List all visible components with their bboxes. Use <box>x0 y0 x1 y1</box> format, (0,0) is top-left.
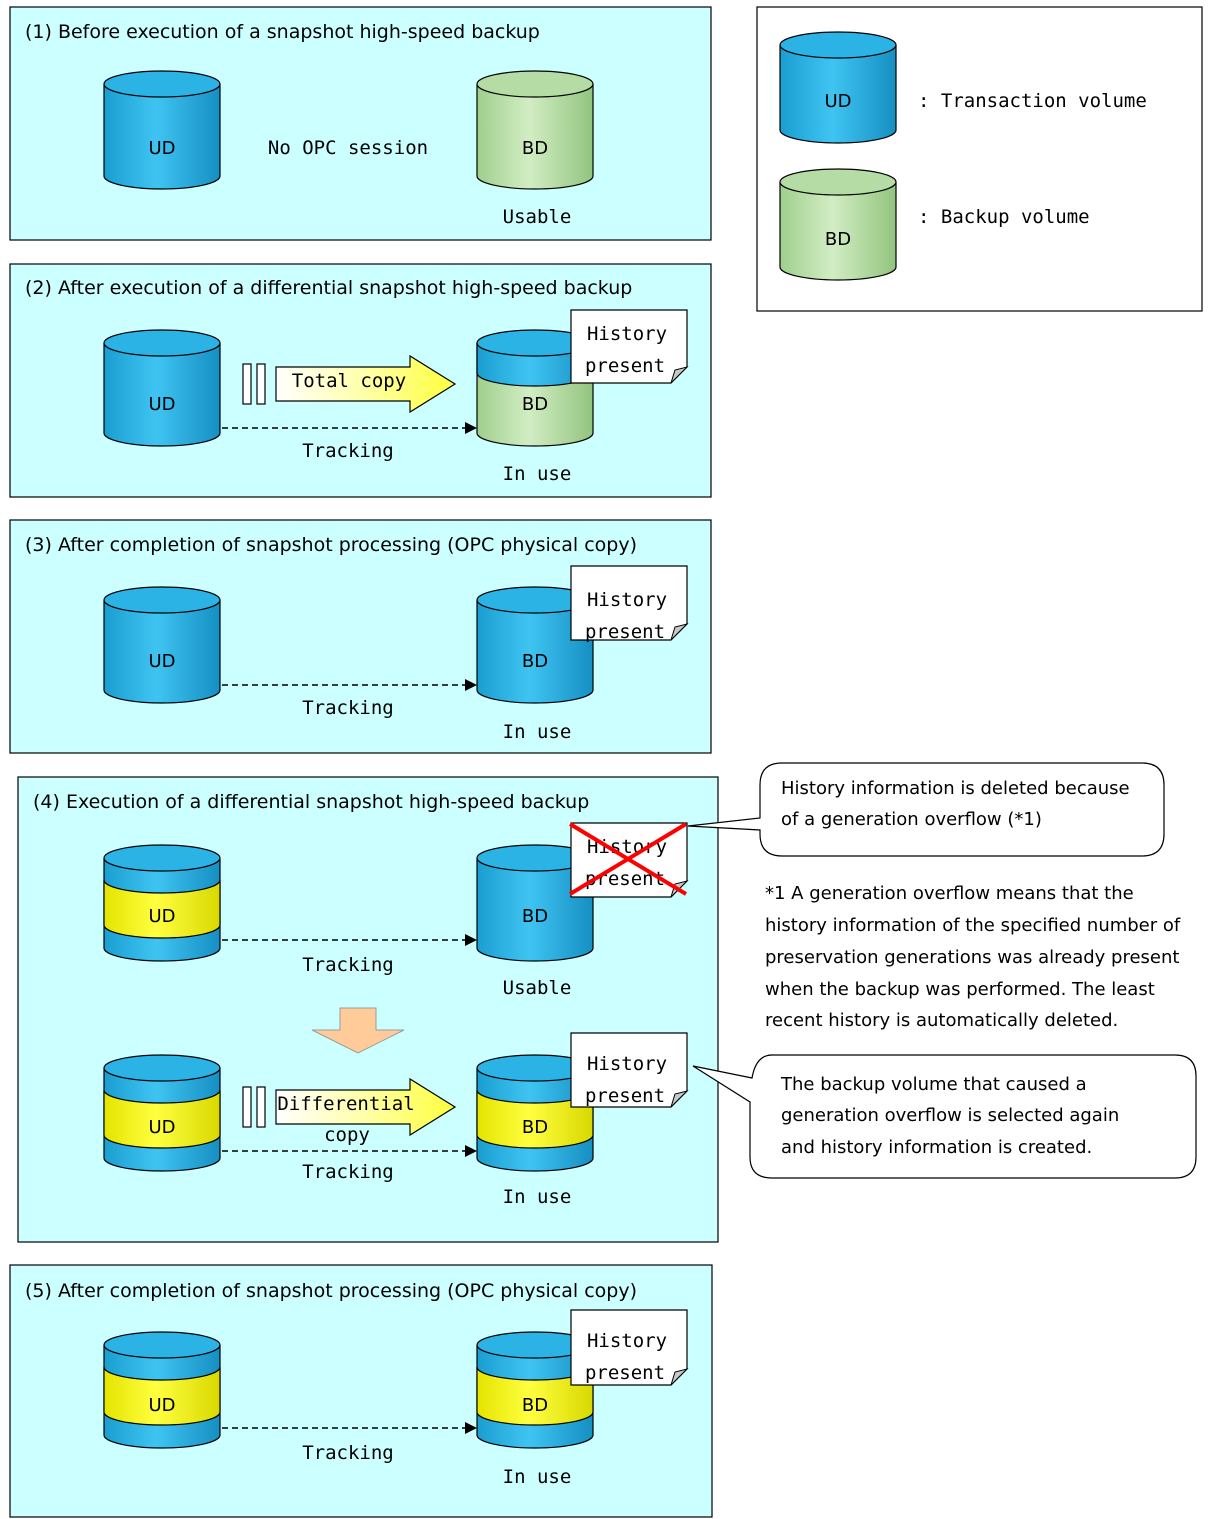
panel-4-differential-copy-label-line1: Differential <box>277 1093 414 1115</box>
panel-4-new-note-present: present <box>585 1085 665 1107</box>
panel-5-ud-label: UD <box>148 1395 175 1416</box>
panel-4-lower-status: In use <box>503 1186 572 1208</box>
panel-2: (2) After execution of a differential sn… <box>9 263 712 498</box>
callout-deleted-line-1: History information is deleted because <box>781 778 1130 799</box>
callout-reselected-line-1: The backup volume that caused a <box>780 1074 1087 1095</box>
panel-3-status: In use <box>503 721 572 743</box>
callout-reselected-line-2: generation overflow is selected again <box>781 1105 1119 1126</box>
callout-deleted-bubble <box>687 762 1165 857</box>
panel-3-ud-label: UD <box>148 651 175 672</box>
panel-1-ud-label: UD <box>148 138 175 159</box>
panel-3-title: (3) After completion of snapshot process… <box>25 534 637 556</box>
panel-2-copy-arrow <box>242 354 457 414</box>
legend-backup-volume-label: : Backup volume <box>918 206 1090 228</box>
delete-cross-icon <box>568 822 688 896</box>
panel-1: (1) Before execution of a snapshot high-… <box>9 6 712 241</box>
panel-4-lower-bd-label: BD <box>522 1117 548 1138</box>
panel-4-new-history-note <box>570 1032 689 1108</box>
panel-2-note-present: present <box>585 355 665 377</box>
panel-2-ud-label: UD <box>148 394 175 415</box>
panel-2-note-history: History <box>587 323 667 345</box>
panel-4-deleted-note-history: History <box>587 836 667 858</box>
panel-1-status: Usable <box>503 206 572 228</box>
legend-transaction-volume-label: : Transaction volume <box>918 90 1147 112</box>
panel-3-tracking-label: Tracking <box>302 697 394 719</box>
panel-2-history-note <box>570 309 689 384</box>
panel-5-backup-volume <box>476 1331 594 1449</box>
footnote-line-4: when the backup was performed. The least <box>765 979 1155 1000</box>
panel-2-total-copy-label: Total copy <box>292 370 406 392</box>
panel-4-upper-backup-volume <box>476 844 594 962</box>
panel-3-backup-volume <box>476 586 594 704</box>
panel-4-upper-tracking-label: Tracking <box>302 954 394 976</box>
panel-1-bd-label: BD <box>522 138 548 159</box>
panel-3: (3) After completion of snapshot process… <box>9 519 712 754</box>
panel-5-status: In use <box>503 1466 572 1488</box>
panel-4-upper-bd-label: BD <box>522 906 548 927</box>
panel-5-note-history: History <box>587 1330 667 1352</box>
panel-5-title: (5) After completion of snapshot process… <box>25 1280 637 1302</box>
panel-2-backup-volume <box>476 329 594 447</box>
callout-reselected-line-3: and history information is created. <box>781 1137 1092 1158</box>
panel-5-bd-label: BD <box>522 1395 548 1416</box>
panel-4-differential-copy-label-line2: copy <box>324 1124 370 1146</box>
panel-2-bd-label: BD <box>522 394 548 415</box>
panel-4-lower-backup-volume <box>476 1054 594 1172</box>
legend-bd-label: BD <box>825 229 851 250</box>
panel-1-no-opc-session: No OPC session <box>268 137 428 159</box>
panel-5-history-note <box>570 1309 689 1386</box>
panel-4-lower-transaction-volume <box>103 1054 221 1172</box>
panel-2-transaction-volume <box>103 329 221 447</box>
panel-3-note-present: present <box>585 621 665 643</box>
panel-4-upper-status: Usable <box>503 977 572 999</box>
panel-1-transaction-volume <box>103 70 221 190</box>
panel-3-note-history: History <box>587 589 667 611</box>
panel-3-bd-label: BD <box>522 651 548 672</box>
panel-3-history-note <box>570 565 689 641</box>
panel-4: (4) Execution of a differential snapshot… <box>17 776 719 1243</box>
footnote-line-2: history information of the specified num… <box>765 915 1181 936</box>
panel-4-new-note-history: History <box>587 1053 667 1075</box>
footnote-line-5: recent history is automatically deleted. <box>765 1010 1118 1031</box>
panel-4-title: (4) Execution of a differential snapshot… <box>33 791 589 813</box>
footnote-line-3: preservation generations was already pre… <box>765 947 1179 968</box>
panel-4-differential-copy-arrow <box>242 1077 457 1137</box>
panel-1-title: (1) Before execution of a snapshot high-… <box>25 21 540 43</box>
panel-5-transaction-volume <box>103 1331 221 1449</box>
legend-backup-volume-icon <box>779 168 897 281</box>
panel-3-transaction-volume <box>103 586 221 704</box>
callout-deleted-line-2: of a generation overflow (*1) <box>781 809 1042 830</box>
panel-2-tracking-label: Tracking <box>302 440 394 462</box>
panel-4-lower-ud-label: UD <box>148 1117 175 1138</box>
panel-5-note-present: present <box>585 1362 665 1384</box>
callout-reselected-bubble <box>692 1054 1197 1179</box>
panel-5-tracking-label: Tracking <box>302 1442 394 1464</box>
panel-2-status: In use <box>503 463 572 485</box>
panel-4-upper-transaction-volume <box>103 844 221 962</box>
down-arrow-icon <box>311 1007 405 1054</box>
footnote: *1 A generation overflow means that the … <box>765 883 1181 1031</box>
panel-4-upper-ud-label: UD <box>148 906 175 927</box>
panel-1-backup-volume <box>476 70 594 190</box>
legend-ud-label: UD <box>824 91 851 112</box>
panel-5: (5) After completion of snapshot process… <box>9 1264 713 1518</box>
panel-2-title: (2) After execution of a differential sn… <box>25 277 632 299</box>
legend-transaction-volume-icon <box>779 31 897 144</box>
footnote-line-1: *1 A generation overflow means that the <box>765 883 1134 904</box>
panel-4-lower-tracking-label: Tracking <box>302 1161 394 1183</box>
